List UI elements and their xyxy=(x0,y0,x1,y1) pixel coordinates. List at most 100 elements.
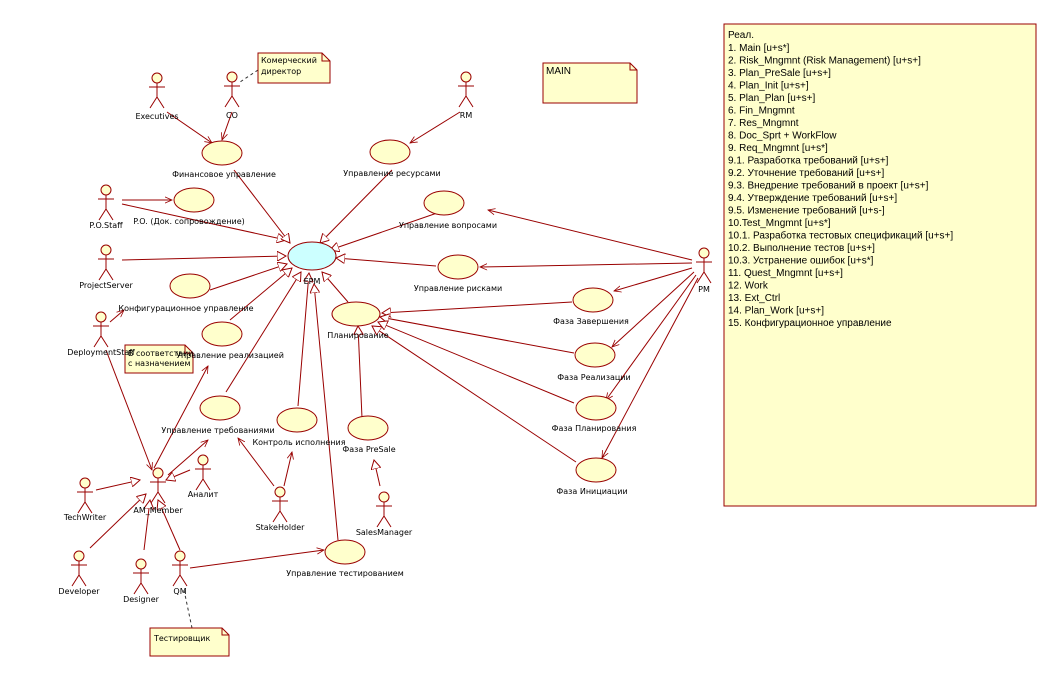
actors xyxy=(71,71,712,595)
actor-pm-figure[interactable] xyxy=(696,247,712,284)
gen-test-epm xyxy=(314,284,339,541)
note-purpose-line-1: В соответствии xyxy=(128,349,193,358)
assoc-qm-test xyxy=(189,550,324,569)
actor-qm-label: QM xyxy=(173,587,186,596)
actor-project-server-figure[interactable] xyxy=(98,244,114,281)
assoc-pm-quest xyxy=(488,210,693,261)
actor-deployment-figure[interactable] xyxy=(93,311,109,348)
usecase-impl[interactable] xyxy=(201,321,243,347)
actor-executives-figure[interactable] xyxy=(149,72,165,109)
assoc-stake-ctrl xyxy=(283,452,292,487)
usecase-fin-label: Финансовое управление xyxy=(172,170,276,179)
gen-developer-am xyxy=(89,494,146,549)
usecase-plan[interactable] xyxy=(331,301,381,327)
usecase-quest[interactable] xyxy=(423,190,465,216)
relationship-lines xyxy=(89,111,699,569)
usecase-req-label: Управление требованиями xyxy=(161,426,274,435)
note-main: MAIN xyxy=(542,62,638,104)
actor-rm-figure[interactable] xyxy=(458,71,474,108)
list-note-item: 9.3. Внедрение требований в проект [u+s+… xyxy=(728,180,929,192)
actor-tech-writer-figure[interactable] xyxy=(77,477,93,514)
gen-phase-impl-plan xyxy=(380,317,575,354)
actor-designer-label: Designer xyxy=(123,595,160,604)
usecase-phase-end[interactable] xyxy=(572,287,614,313)
gen-designer-am xyxy=(143,500,150,551)
actor-tech-writer-label: TechWriter xyxy=(63,513,107,522)
usecase-res[interactable] xyxy=(369,139,411,165)
usecase-epm[interactable] xyxy=(287,241,337,271)
list-note-item: 9.4. Утверждение требований [u+s+] xyxy=(728,192,897,204)
gen-plan-epm xyxy=(322,272,349,303)
actor-qm-figure[interactable] xyxy=(172,550,188,587)
assoc-pm-phase-init xyxy=(602,277,699,458)
usecase-phase-impl-label: Фаза Реализации xyxy=(557,373,630,382)
actor-co-figure[interactable] xyxy=(224,71,240,108)
usecase-res-label: Управление ресурсами xyxy=(343,169,440,178)
actor-stakeholder-figure[interactable] xyxy=(272,486,288,523)
actor-sales-manager-label: SalesManager xyxy=(356,528,413,537)
actor-analyst-label: Аналит xyxy=(188,490,219,499)
gen-req-epm xyxy=(225,272,301,393)
usecase-risk[interactable] xyxy=(437,254,479,280)
usecase-conf[interactable] xyxy=(169,273,211,299)
list-note-item: 15. Конфигурационное управление xyxy=(728,317,892,329)
gen-impl-epm xyxy=(229,268,292,321)
assoc-deploy-am xyxy=(105,349,152,470)
list-note-item: 12. Work xyxy=(728,281,769,292)
actor-sales-manager-figure[interactable] xyxy=(376,491,392,528)
gen-qm-am xyxy=(158,500,181,551)
usecase-presale[interactable] xyxy=(347,415,389,441)
list-note-item: 8. Doc_Sprt + WorkFlow xyxy=(728,131,837,142)
use-case-labels: EPM Финансовое управление Управление рес… xyxy=(118,169,636,578)
list-note-item: 2. Risk_Mngmnt (Risk Management) [u+s+] xyxy=(728,56,921,67)
actor-developer-figure[interactable] xyxy=(71,550,87,587)
list-note-item: 4. Plan_Init [u+s+] xyxy=(728,81,809,92)
actor-executives-label: Executives xyxy=(135,112,178,121)
gen-conf-epm xyxy=(209,264,287,291)
usecase-presale-label: Фаза PreSale xyxy=(342,445,395,454)
assoc-pm-phase-plan xyxy=(606,274,697,400)
usecase-phase-plan[interactable] xyxy=(575,395,617,421)
list-note-item: 10.Test_Mngmnt [u+s*] xyxy=(728,218,831,229)
actor-analyst-figure[interactable] xyxy=(195,454,211,491)
gen-presale-plan xyxy=(358,326,362,419)
gen-analyst-am xyxy=(166,469,191,480)
list-note-item: 10.1. Разработка тестовых спецификаций [… xyxy=(728,230,953,242)
list-note-item: 9.1. Разработка требований [u+s+] xyxy=(728,155,889,167)
usecase-phase-plan-label: Фаза Планирования xyxy=(552,424,637,433)
actor-designer-figure[interactable] xyxy=(133,558,149,595)
list-note-item: 13. Ext_Ctrl xyxy=(728,293,780,304)
gen-phase-end-plan xyxy=(382,301,573,313)
actor-deployment-label: DeploymentStaff xyxy=(67,348,135,357)
usecase-phase-impl[interactable] xyxy=(574,342,616,368)
actor-co-label: CO xyxy=(226,111,238,120)
actor-stakeholder-label: StakeHolder xyxy=(256,523,306,532)
actor-pmo-staff-figure[interactable] xyxy=(98,184,114,221)
list-note-item: 10.3. Устранение ошибок [u+s*] xyxy=(728,255,874,267)
note-tester-label: Тестировщик xyxy=(153,634,210,643)
note-tester: Тестировщик xyxy=(149,627,230,657)
usecase-req[interactable] xyxy=(199,395,241,421)
gen-phase-init-plan xyxy=(372,326,577,463)
list-note-item: 9. Req_Mngmnt [u+s*] xyxy=(728,143,828,154)
list-note-item: 6. Fin_Mngmnt xyxy=(728,106,795,117)
gen-pmo-epm xyxy=(121,203,286,240)
usecase-phase-init-label: Фаза Инициации xyxy=(556,487,627,496)
assoc-deploy-conf xyxy=(109,310,124,323)
assoc-am-impl xyxy=(153,366,208,469)
assoc-rm-res xyxy=(410,111,461,143)
note-connectors xyxy=(183,69,259,629)
usecase-ctrl[interactable] xyxy=(276,407,318,433)
note-purpose: В соответствии с назначением xyxy=(124,344,194,374)
list-note-item: 10.2. Выполнение тестов [u+s+] xyxy=(728,243,875,254)
actor-developer-label: Developer xyxy=(58,587,100,596)
usecase-po-doc[interactable] xyxy=(173,187,215,213)
usecase-fin[interactable] xyxy=(201,140,243,166)
usecase-test[interactable] xyxy=(324,539,366,565)
list-note-item: 3. Plan_PreSale [u+s+] xyxy=(728,68,831,79)
gen-ps-epm xyxy=(121,256,286,260)
usecase-test-label: Управление тестированием xyxy=(286,569,404,578)
actor-am-member-figure[interactable] xyxy=(150,467,166,504)
usecase-conf-label: Конфигурационное управление xyxy=(118,304,253,313)
usecase-phase-init[interactable] xyxy=(575,457,617,483)
